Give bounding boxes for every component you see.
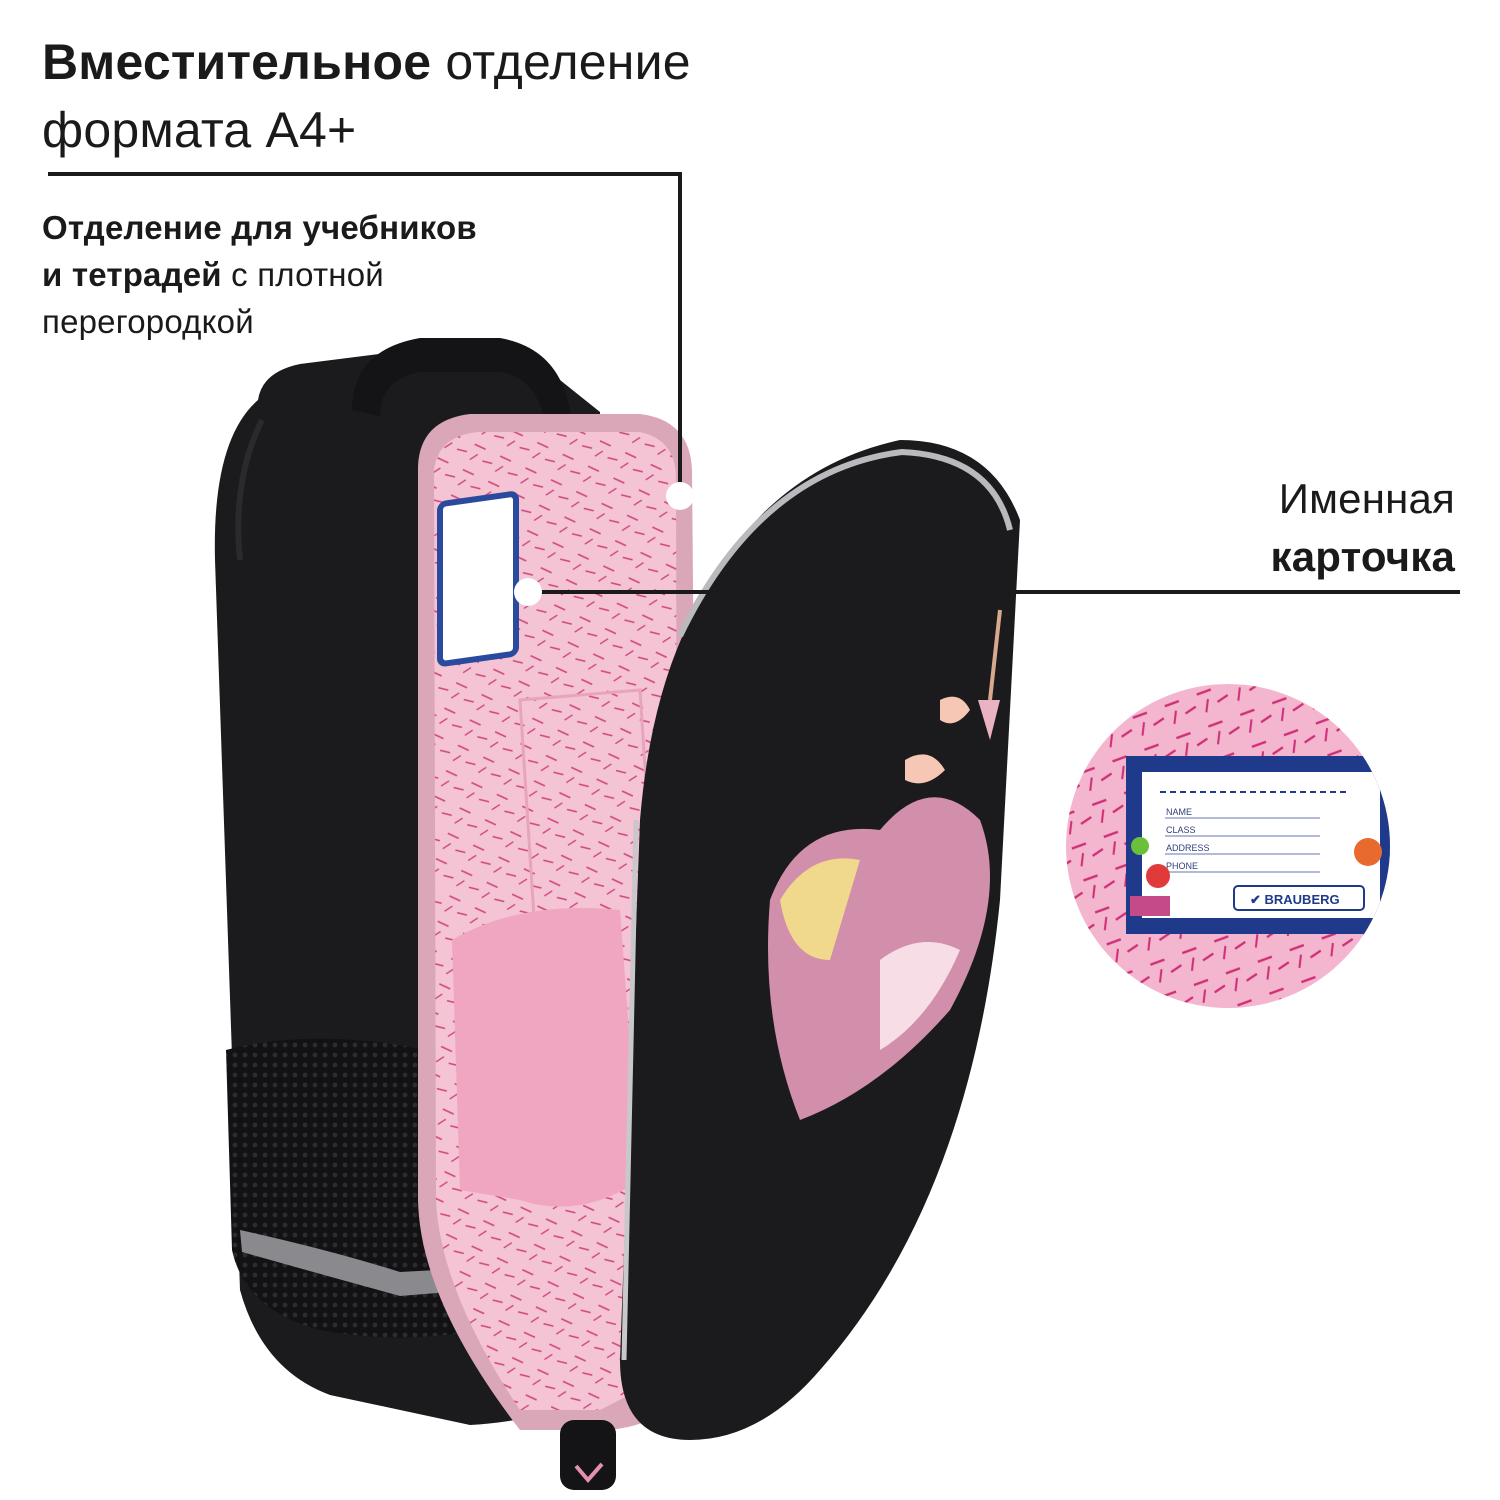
basketball-icon <box>1354 838 1382 866</box>
zipper-edge <box>677 448 1013 638</box>
caption-books-bold-line2: и тетрадей <box>42 256 222 293</box>
caption-card-bold-line2: карточка <box>1270 533 1455 580</box>
caption-main-bold: Вместительное <box>42 34 432 90</box>
carry-handle <box>352 338 572 440</box>
callout-line-main-compartment <box>48 172 682 490</box>
caption-books-compartment: Отделение для учебников и тетрадей с пло… <box>42 204 477 345</box>
card-field-phone: PHONE <box>1166 861 1198 871</box>
apple-icon <box>1131 837 1149 855</box>
card-field-class: CLASS <box>1166 825 1196 835</box>
compartment-pocket <box>452 908 640 1207</box>
books-icon <box>1130 896 1170 916</box>
caption-main-line2: формата А4+ <box>42 102 357 158</box>
caption-main-compartment: Вместительное отделение формата А4+ <box>42 28 691 164</box>
card-field-name: NAME <box>1166 807 1192 817</box>
reflective-strip <box>240 1230 474 1296</box>
alarm-clock-icon <box>1146 864 1170 888</box>
caption-name-card: Именная карточка <box>1271 470 1455 586</box>
card-field-address: ADDRESS <box>1166 843 1210 853</box>
callout-dot-name-card <box>514 578 542 606</box>
zipper-charm <box>978 609 1002 740</box>
callout-dot-main-compartment <box>666 482 694 510</box>
card-brand-logo: ✔ BRAUBERG <box>1250 892 1340 907</box>
main-compartment-interior <box>418 414 700 1430</box>
inner-name-card <box>437 491 519 667</box>
caption-books-bold-line1: Отделение для учебников <box>42 209 477 246</box>
name-card-zoom: NAME CLASS ADDRESS PHONE ✔ BRAUBERG <box>1066 684 1390 1008</box>
butterfly-heart-print <box>768 696 990 1120</box>
caption-books-line3: перегородкой <box>42 303 254 340</box>
caption-books-rest-line2: с плотной <box>221 256 384 293</box>
caption-card-line1: Именная <box>1278 475 1455 522</box>
caption-main-rest: отделение <box>431 34 691 90</box>
zipper-pull <box>560 1420 616 1490</box>
